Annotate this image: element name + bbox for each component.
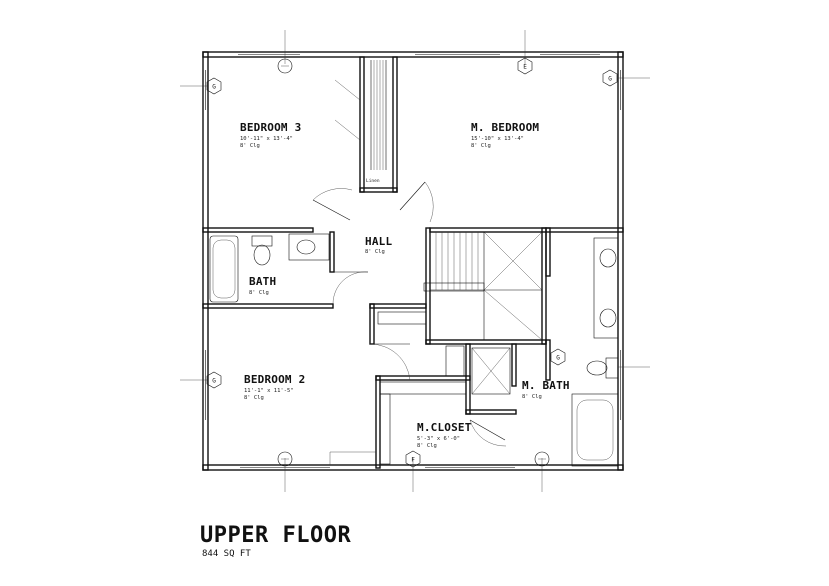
dimension-markers xyxy=(180,30,650,492)
grid-bubble-g-top-left-label: G xyxy=(212,84,216,91)
room-dims-bedroom3: 10'-11" x 13'-4" xyxy=(240,136,293,142)
grid-bubble-bottom-a xyxy=(277,451,293,467)
bath-fixtures xyxy=(209,233,619,467)
drawing-title: UPPER FLOOR xyxy=(200,523,351,548)
exterior-walls xyxy=(202,51,624,471)
drawing-area: 844 SQ FT xyxy=(202,549,251,559)
room-ceiling-master-closet: 8' Clg xyxy=(417,443,437,449)
grid-bubble-g-top-right: G xyxy=(602,69,618,87)
room-label-master-bedroom: M. BEDROOM xyxy=(471,121,539,134)
grid-bubble-f: F xyxy=(405,450,421,468)
room-dims-bedroom2: 11'-1" x 11'-5" xyxy=(244,388,294,394)
room-ceiling-bedroom3: 8' Clg xyxy=(240,143,260,149)
interior-walls xyxy=(202,56,624,469)
room-label-master-bath: M. BATH xyxy=(522,379,570,392)
room-label-linen: Linen xyxy=(366,178,380,184)
stairs xyxy=(423,231,543,341)
room-ceiling-master-bath: 8' Clg xyxy=(522,394,542,400)
room-ceiling-bath: 8' Clg xyxy=(249,290,269,296)
grid-bubble-e-label: E xyxy=(523,64,527,71)
room-label-bedroom3: BEDROOM 3 xyxy=(240,121,301,134)
room-ceiling-master-bedroom: 8' Clg xyxy=(471,143,491,149)
grid-bubble-f-label: F xyxy=(411,457,415,464)
room-ceiling-hall: 8' Clg xyxy=(365,249,385,255)
grid-bubble-g-top-right-label: G xyxy=(608,76,612,83)
room-label-hall: HALL xyxy=(365,235,392,248)
room-dims-master-bedroom: 15'-10" x 13'-4" xyxy=(471,136,524,142)
grid-bubble-g-top-left: G xyxy=(206,77,222,95)
grid-bubble-e: E xyxy=(517,57,533,75)
room-label-bedroom2: BEDROOM 2 xyxy=(244,373,305,386)
room-ceiling-bedroom2: 8' Clg xyxy=(244,395,264,401)
grid-bubble-g-mid-right: G xyxy=(550,348,566,366)
closet-shelving xyxy=(370,60,467,465)
room-label-bath: BATH xyxy=(249,275,276,288)
grid-bubble-g-mid-left-label: G xyxy=(212,378,216,385)
doors xyxy=(312,79,507,447)
grid-bubble-bottom-b xyxy=(534,451,550,467)
grid-bubble-g-mid-right-label: G xyxy=(556,355,560,362)
grid-bubble-top-a xyxy=(277,58,293,74)
room-dims-master-closet: 5'-3" x 6'-0" xyxy=(417,436,460,442)
grid-bubble-g-mid-left: G xyxy=(206,371,222,389)
room-label-master-closet: M.CLOSET xyxy=(417,421,472,434)
